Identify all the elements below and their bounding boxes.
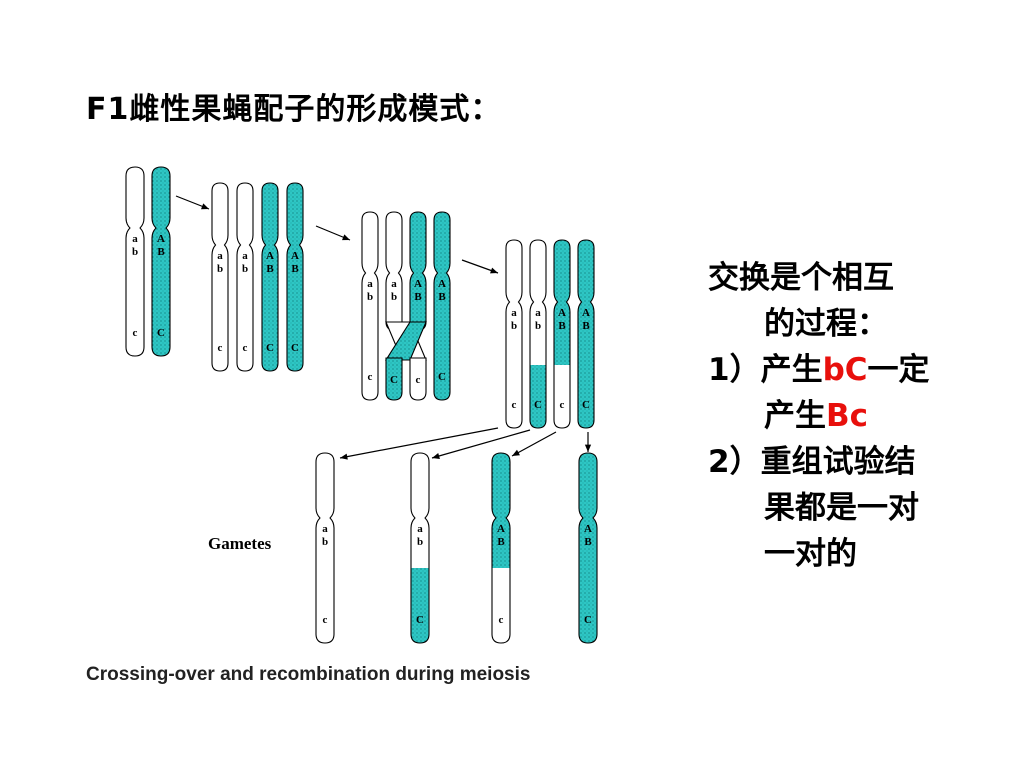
gene-letter-b: b xyxy=(511,320,517,332)
note-item-1-prefix: 1）产生 xyxy=(708,352,823,388)
arrow-to-gamete-ABc xyxy=(511,431,557,457)
note-item-2: 2）重组试验结 xyxy=(708,444,916,480)
note-line-1: 交换是个相互 xyxy=(708,260,894,296)
note-item-1-line-2: 产生Bc xyxy=(708,393,968,439)
gene-letter-c: c xyxy=(133,327,138,339)
note-item-2-line-3: 一对的 xyxy=(764,536,857,572)
gene-letter-c: c xyxy=(499,614,504,626)
stage2-chromatid-3: AB C xyxy=(261,182,279,372)
gene-letter-C: C xyxy=(534,399,542,411)
stage1-maternal-chromatid: AB C xyxy=(151,166,171,357)
gene-letter-a: a xyxy=(242,250,248,262)
arrow-to-gamete-abC xyxy=(431,429,531,459)
gene-letter-B: B xyxy=(157,246,165,258)
gene-letter-b: b xyxy=(417,536,423,548)
stage2-chromatid-2: ab c xyxy=(236,182,254,372)
gene-letter-a: a xyxy=(217,250,223,262)
gene-letter-A: A xyxy=(157,233,165,245)
gene-letter-C: C xyxy=(584,614,592,626)
gene-letter-A: A xyxy=(582,307,590,319)
notes-panel: 交换是个相互 的过程： 1）产生bC一定 产生Bc 2）重组试验结 果都是一对 … xyxy=(708,255,968,577)
gene-letter-b: b xyxy=(322,536,328,548)
gene-letter-C: C xyxy=(416,614,424,626)
gene-letter-b: b xyxy=(132,246,138,258)
arrow-stage3-to-4 xyxy=(461,259,499,274)
gene-letter-a: a xyxy=(367,278,373,290)
stage4-recombinant-ABc: ABc xyxy=(553,239,571,429)
gene-letter-c: c xyxy=(368,371,373,383)
gamete-ABc: ABc xyxy=(491,452,511,644)
gene-letter-C: C xyxy=(390,374,398,386)
note-item-1-mid: 一定 xyxy=(867,352,930,388)
gene-letter-A: A xyxy=(266,250,274,262)
gene-letter-c: c xyxy=(416,374,421,386)
note-item-1-highlight-Bc: Bc xyxy=(826,398,869,434)
gene-letter-A: A xyxy=(414,278,422,290)
gene-letter-B: B xyxy=(291,263,299,275)
stage4-chromatid-1: ab c xyxy=(505,239,523,429)
arrow-to-gamete-abc xyxy=(339,427,499,460)
gene-letter-B: B xyxy=(584,536,592,548)
gene-letter-a: a xyxy=(511,307,517,319)
gene-letter-a: a xyxy=(322,523,328,535)
stage2-chromatid-1: ab c xyxy=(211,182,229,372)
arrow-to-gamete-ABC xyxy=(584,432,592,452)
gene-letter-c: c xyxy=(560,399,565,411)
gene-letter-A: A xyxy=(291,250,299,262)
gene-letter-c: c xyxy=(512,399,517,411)
arrow-stage1-to-2 xyxy=(175,195,210,210)
gene-letter-B: B xyxy=(414,291,422,303)
gamete-abC: abC xyxy=(410,452,430,644)
stage2-chromatid-4: AB C xyxy=(286,182,304,372)
gene-letter-a: a xyxy=(391,278,397,290)
slide-title: F1雌性果蝇配子的形成模式： xyxy=(86,92,502,127)
gene-letter-b: b xyxy=(535,320,541,332)
gene-letter-a: a xyxy=(535,307,541,319)
gamete-ABC: AB C xyxy=(578,452,598,644)
figure-caption: Crossing-over and recombination during m… xyxy=(86,664,531,685)
stage3-chromatid-4: AB C xyxy=(433,211,451,401)
gene-letter-A: A xyxy=(558,307,566,319)
gene-letter-B: B xyxy=(266,263,274,275)
gene-letter-A: A xyxy=(497,523,505,535)
stage3-chromatid-1: ab c xyxy=(361,211,379,401)
gene-letter-b: b xyxy=(367,291,373,303)
gene-letter-b: b xyxy=(391,291,397,303)
gene-letter-b: b xyxy=(242,263,248,275)
note-item-1: 1）产生bC一定 xyxy=(708,347,968,393)
gene-letter-C: C xyxy=(157,327,165,339)
gene-letter-b: b xyxy=(217,263,223,275)
gamete-abc: ab c xyxy=(315,452,335,644)
note-item-1-highlight-bC: bC xyxy=(822,352,868,388)
gene-letter-B: B xyxy=(582,320,590,332)
gene-letter-C: C xyxy=(291,342,299,354)
note-item-1-line-2-prefix: 产生 xyxy=(764,398,826,434)
gene-letter-a: a xyxy=(132,233,138,245)
gene-letter-B: B xyxy=(497,536,505,548)
gene-letter-A: A xyxy=(438,278,446,290)
gene-letter-B: B xyxy=(558,320,566,332)
note-item-2-line-2: 果都是一对 xyxy=(764,490,919,526)
gene-letter-a: a xyxy=(417,523,423,535)
gene-letter-c: c xyxy=(218,342,223,354)
gene-letter-c: c xyxy=(243,342,248,354)
arrow-stage2-to-3 xyxy=(315,225,351,241)
note-line-2: 的过程： xyxy=(764,306,888,342)
stage1-paternal-chromatid: ab c xyxy=(125,166,145,357)
gene-letter-C: C xyxy=(266,342,274,354)
gametes-label: Gametes xyxy=(208,534,272,553)
stage4-recombinant-aBC: abC xyxy=(529,239,547,429)
stage4-chromatid-4: AB C xyxy=(577,239,595,429)
gene-letter-A: A xyxy=(584,523,592,535)
gene-letter-C: C xyxy=(582,399,590,411)
gene-letter-B: B xyxy=(438,291,446,303)
gene-letter-C: C xyxy=(438,371,446,383)
gene-letter-c: c xyxy=(323,614,328,626)
